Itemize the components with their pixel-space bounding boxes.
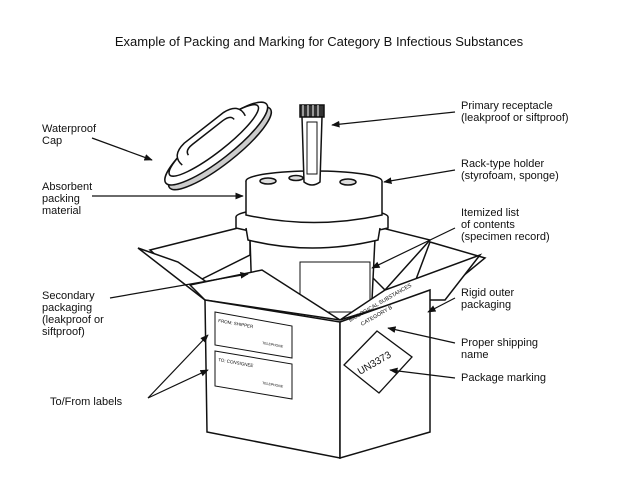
label-line: Absorbent: [42, 181, 93, 193]
primary-tube: [299, 104, 325, 186]
rack-holder: [245, 170, 383, 224]
label-line: Cap: [42, 135, 63, 147]
label-line: (leakproof or siftproof): [461, 112, 569, 124]
diagram-title: Example of Packing and Marking for Categ…: [114, 34, 524, 49]
label-line: (specimen record): [461, 231, 550, 243]
label-to-from: To/From labels: [50, 396, 122, 408]
label-line: Itemized list: [461, 207, 520, 219]
label-line: of contents: [461, 219, 515, 231]
label-line: siftproof): [42, 326, 85, 338]
label-rack-holder: Rack-type holder (styrofoam, sponge): [461, 158, 559, 182]
to-label-text: TO: CONSIGNEE: [218, 357, 254, 368]
label-line: Package marking: [461, 372, 546, 384]
label-line: Secondary: [42, 290, 95, 302]
label-line: packaging: [461, 299, 512, 311]
label-line: Rack-type holder: [461, 158, 545, 170]
from-label-text: FROM: SHIPPER: [218, 318, 255, 329]
waterproof-cap: [164, 101, 273, 191]
label-line: (leakproof or: [42, 314, 104, 326]
label-line: Rigid outer: [461, 287, 515, 299]
label-line: name: [461, 349, 489, 361]
label-line: Waterproof: [42, 123, 97, 135]
label-line: material: [42, 205, 82, 217]
to-telephone-text: TELEPHONE: [262, 381, 284, 389]
from-telephone-text: TELEPHONE: [262, 341, 284, 349]
label-itemized-list: Itemized list of contents (specimen reco…: [461, 207, 550, 243]
label-line: Primary receptacle: [461, 100, 553, 112]
un-marking: [343, 330, 413, 394]
label-line: packing: [42, 193, 80, 205]
label-primary-receptacle: Primary receptacle (leakproof or siftpro…: [461, 100, 569, 124]
label-line: Proper shipping: [461, 337, 539, 349]
label-rigid-outer: Rigid outer packaging: [461, 287, 514, 311]
label-line: To/From labels: [50, 396, 123, 408]
secondary-container: [235, 206, 389, 313]
label-proper-shipping: Proper shipping name: [461, 337, 538, 361]
label-line: packaging: [42, 302, 93, 314]
label-secondary-packaging: Secondary packaging (leakproof or siftpr…: [42, 290, 104, 338]
address-labels: [214, 311, 293, 400]
label-waterproof-cap: Waterproof Cap: [42, 123, 96, 147]
label-absorbent-material: Absorbent packing material: [42, 181, 92, 217]
label-line: (styrofoam, sponge): [461, 170, 559, 182]
label-package-marking: Package marking: [461, 372, 546, 384]
leader-lines: [91, 111, 456, 399]
box-front-flaps: [137, 247, 483, 321]
